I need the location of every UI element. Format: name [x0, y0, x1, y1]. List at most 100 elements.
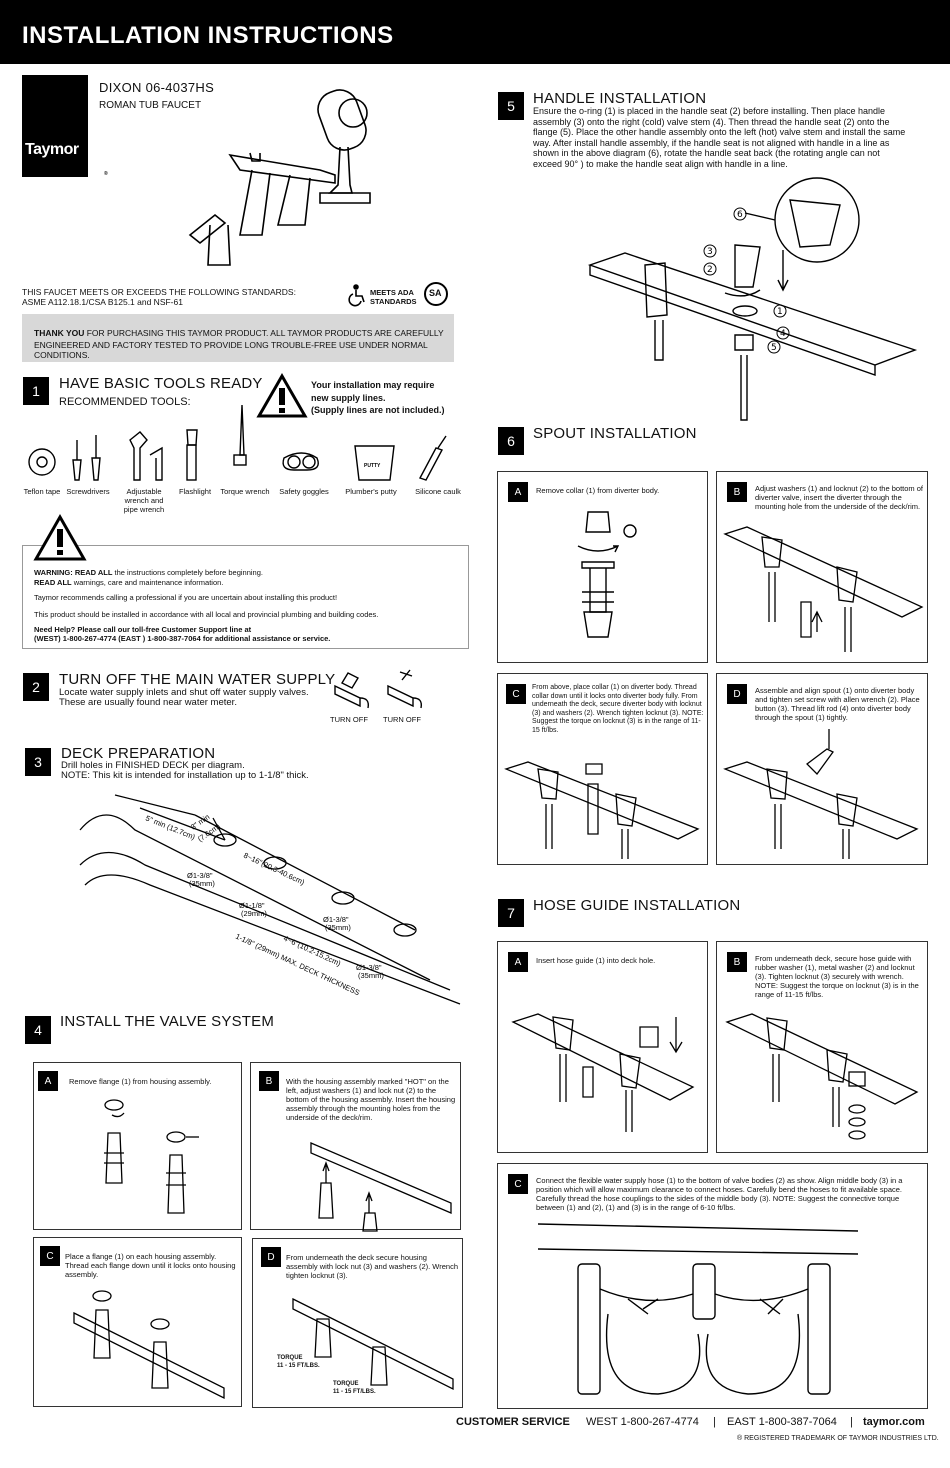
- product-model: DIXON 06-4037HS: [99, 80, 215, 95]
- ada-line2: STANDARDS: [370, 297, 417, 306]
- step3-text1: Drill holes in FINISHED DECK per diagram…: [61, 760, 245, 771]
- footer-sep1: |: [713, 1416, 716, 1428]
- tool-screwdrivers: Screwdrivers: [66, 487, 110, 496]
- step1-number: 1: [23, 377, 49, 405]
- torque1-label: TORQUE: [277, 1355, 303, 1361]
- step1-title: HAVE BASIC TOOLS READY: [59, 375, 263, 392]
- step6-c-illustration: [504, 761, 700, 859]
- step6-b-text: Adjust washers (1) and locknut (2) to th…: [755, 484, 923, 511]
- step5-text: Ensure the o-ring (1) is placed in the h…: [533, 106, 906, 169]
- shutoff-valves-illustration: [334, 669, 423, 709]
- caution-icon: [256, 372, 308, 418]
- footer-site-link[interactable]: taymor.com: [863, 1416, 925, 1428]
- torque2-value: 11 - 15 FT/LBS.: [333, 1389, 376, 1395]
- warning-line3: Taymor recommends calling a professional…: [34, 593, 338, 602]
- step4-title: INSTALL THE VALVE SYSTEM: [60, 1013, 275, 1030]
- step1-subtitle: RECOMMENDED TOOLS:: [59, 396, 191, 408]
- step7-panel-c: C Connect the flexible water supply hose…: [497, 1163, 928, 1409]
- tool-teflon: Teflon tape: [23, 487, 61, 496]
- step7-c-illustration: [537, 1223, 859, 1395]
- tool-caulk: Silicone caulk: [415, 487, 461, 496]
- footer-trademark: ® REGISTERED TRADEMARK OF TAYMOR INDUSTR…: [737, 1435, 939, 1442]
- step7-b-letter: B: [727, 952, 747, 972]
- taymor-logo: Taymor ®: [22, 75, 108, 177]
- step4-panel-c: C Place a flange (1) on each housing ass…: [33, 1237, 242, 1407]
- tool-wrench: Adjustable wrench and pipe wrench: [123, 487, 165, 514]
- putty-label: PUTTY: [364, 463, 381, 469]
- tool-torque-wrench: Torque wrench: [220, 487, 270, 496]
- ada-line1: MEETS ADA: [370, 288, 414, 297]
- step4-c-text: Place a flange (1) on each housing assem…: [65, 1252, 236, 1279]
- supply-note3: (Supply lines are not included.): [311, 405, 445, 415]
- tool-putty: Plumber's putty: [345, 487, 397, 496]
- footer-label: CUSTOMER SERVICE: [456, 1416, 570, 1428]
- warning-line6: (WEST) 1-800-267-4774 (EAST ) 1-800-387-…: [34, 634, 331, 643]
- supply-note2: new supply lines.: [311, 393, 386, 403]
- step4-d-letter: D: [261, 1247, 281, 1267]
- thanks-bold: THANK YOU: [34, 328, 85, 338]
- footer-west: WEST 1-800-267-4774: [586, 1416, 699, 1428]
- step6-title: SPOUT INSTALLATION: [533, 425, 697, 442]
- step4-a-text: Remove flange (1) from housing assembly.: [69, 1077, 212, 1086]
- torque1-value: 11 - 15 FT/LBS.: [277, 1363, 320, 1369]
- step6-panel-d: D Assemble and align spout (1) onto dive…: [716, 673, 928, 865]
- step6-b-illustration: [723, 526, 924, 652]
- step6-a-text: Remove collar (1) from diverter body.: [536, 486, 660, 495]
- step4-panel-b: B With the housing assembly marked "HOT"…: [250, 1062, 461, 1232]
- step7-b-text: From underneath deck, secure hose guide …: [755, 954, 919, 999]
- warning-icon: [33, 513, 87, 561]
- turn-off-left: TURN OFF: [330, 715, 368, 724]
- step4-number: 4: [25, 1016, 51, 1044]
- standards-line1: THIS FAUCET MEETS OR EXCEEDS THE FOLLOWI…: [22, 287, 296, 297]
- tool-flashlight: Flashlight: [178, 487, 212, 496]
- torque2-label: TORQUE: [333, 1381, 359, 1387]
- warning-line5: Need Help? Please call our toll-free Cus…: [34, 625, 252, 634]
- supply-note1: Your installation may require: [311, 380, 435, 390]
- step6-c-text: From above, place collar (1) on diverter…: [532, 684, 704, 734]
- step4-d-illustration: [292, 1297, 454, 1391]
- step4-b-text: With the housing assembly marked "HOT" o…: [286, 1077, 456, 1122]
- step3-text2: NOTE: This kit is intended for installat…: [61, 770, 309, 781]
- warning-box: [22, 545, 469, 649]
- csa-icon: [424, 282, 448, 306]
- page-header: INSTALLATION INSTRUCTIONS: [0, 0, 950, 64]
- turn-off-right: TURN OFF: [383, 715, 421, 724]
- hole4-dia: Ø1-3/8": [356, 963, 382, 972]
- warning-line4: This product should be installed in acco…: [34, 610, 379, 619]
- step2-text2: These are usually found near water meter…: [59, 697, 237, 708]
- logo-mark: ®: [104, 171, 108, 177]
- hole3-mm: (35mm): [325, 923, 351, 932]
- step4-panel-a: A Remove flange (1) from housing assembl…: [33, 1062, 242, 1230]
- step2-text1: Locate water supply inlets and shut off …: [59, 687, 309, 698]
- callout-6: 6: [737, 210, 743, 220]
- hole1-dia: Ø1-3/8": [187, 871, 213, 880]
- step7-number: 7: [498, 899, 524, 927]
- footer-east: EAST 1-800-387-7064: [727, 1416, 837, 1428]
- step6-number: 6: [498, 427, 524, 455]
- step5-title: HANDLE INSTALLATION: [533, 90, 707, 107]
- step6-panel-b: B Adjust washers (1) and locknut (2) to …: [716, 471, 928, 663]
- hole3-dia: Ø1-3/8": [323, 915, 349, 924]
- step6-panel-a: A Remove collar (1) from diverter body.: [497, 471, 708, 663]
- step6-d-letter: D: [727, 684, 747, 704]
- step7-a-text: Insert hose guide (1) into deck hole.: [536, 956, 656, 965]
- thanks-line1: FOR PURCHASING THIS TAYMOR PRODUCT. ALL …: [84, 328, 444, 338]
- callout-1: 1: [777, 307, 783, 317]
- logo-text: Taymor: [25, 141, 79, 158]
- step7-panel-b: B From underneath deck, secure hose guid…: [716, 941, 928, 1153]
- step5-number: 5: [498, 92, 524, 120]
- step6-d-text: Assemble and align spout (1) onto divert…: [755, 686, 920, 722]
- step4-c-illustration: [73, 1290, 225, 1400]
- hole2-mm: (29mm): [241, 909, 267, 918]
- step4-panel-d: D From underneath the deck secure housin…: [252, 1238, 463, 1408]
- tool-goggles: Safety goggles: [279, 487, 329, 496]
- standards-line2: ASME A112.18.1/CSA B125.1 and NSF-61: [22, 297, 183, 307]
- step4-a-letter: A: [38, 1071, 58, 1091]
- step2-title: TURN OFF THE MAIN WATER SUPPLY: [59, 671, 336, 688]
- warning-line2: warnings, care and maintenance informati…: [71, 578, 224, 587]
- step3-title: DECK PREPARATION: [61, 745, 216, 762]
- deck-diagram: 5" min (12.7cm) 3" min (7.6cm) 8~16"(20.…: [79, 794, 461, 1005]
- thanks-line2: ENGINEERED AND FACTORY TESTED TO PROVIDE…: [34, 340, 428, 360]
- dim-5in: 5" min (12.7cm): [144, 814, 197, 842]
- step3-number: 3: [25, 748, 51, 776]
